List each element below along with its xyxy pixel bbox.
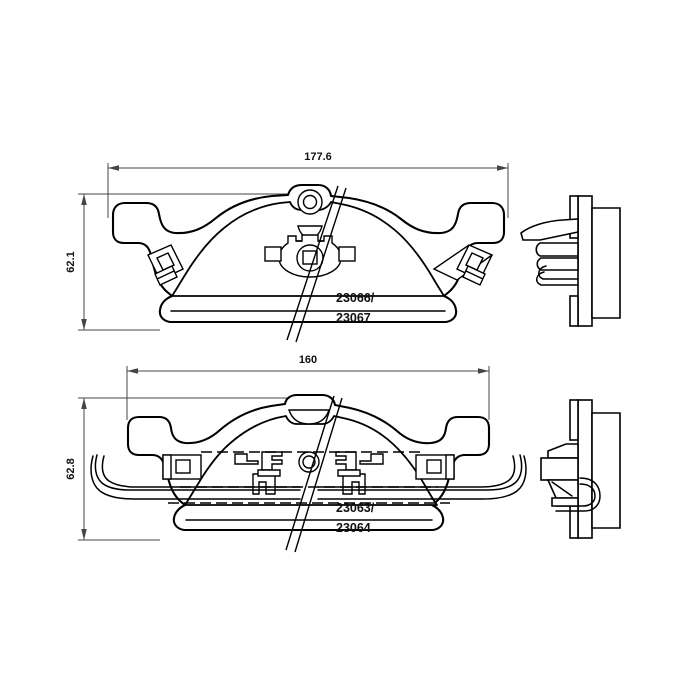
lower-right-clip-c [342, 473, 366, 495]
lower-side-clip-diag [551, 481, 573, 497]
upper-side-bottom-flange [569, 295, 579, 327]
upper-height-label: 62.1 [65, 251, 77, 272]
lower-center-lug-tab [288, 409, 330, 425]
lower-right-wire-spring [317, 454, 527, 500]
upper-pin-assembly [264, 234, 356, 278]
upper-side-spring-tail-2 [538, 265, 579, 280]
upper-right-ear [432, 244, 494, 286]
upper-diagonal-marker [286, 185, 347, 343]
lower-side-backing-plate [577, 399, 593, 539]
upper-left-ear-foot-line [156, 270, 175, 280]
lower-right-clip-a [359, 453, 384, 465]
lower-left-clip-c [252, 473, 276, 495]
lower-brake-pad-group: 160 62.8 [65, 354, 527, 553]
lower-left-ear-hatch [162, 454, 172, 480]
upper-side-spring-loop-lower [536, 257, 579, 271]
upper-side-view-group [520, 195, 621, 327]
lower-left-spring-arm-upper [94, 454, 301, 491]
upper-center-hole-inner [302, 194, 318, 210]
upper-pin-right-tab [338, 246, 356, 262]
lower-center-hole-outer [298, 451, 320, 473]
lower-right-spring-arm-lower [317, 455, 527, 500]
lower-diagonal-marker [285, 395, 343, 553]
upper-side-backing-plate [577, 195, 593, 327]
upper-side-spring-loop-upper [535, 242, 579, 257]
lower-side-bracket-wedge [547, 443, 579, 459]
lower-left-ear-window [175, 459, 191, 474]
upper-brake-pad-group: 177.6 62.1 [65, 151, 509, 343]
upper-part-number-line2: 23067 [336, 311, 371, 325]
lower-right-spring-arm-inner [317, 455, 516, 488]
lower-left-clip-d [257, 469, 281, 477]
upper-side-friction-block [591, 207, 621, 319]
upper-part-number-line1: 23066/ [336, 291, 375, 305]
lower-left-wire-spring [90, 454, 301, 500]
upper-center-lug [297, 189, 323, 239]
lower-height-label: 62.8 [65, 458, 77, 479]
lower-right-shim-detail [335, 451, 384, 495]
lower-side-top-flange [569, 399, 579, 441]
lower-side-friction-block [591, 412, 621, 529]
upper-left-ear-window [156, 252, 175, 271]
lower-dimension-lines [78, 366, 490, 541]
upper-left-ear [147, 244, 184, 286]
upper-side-top-flange [569, 195, 579, 239]
lower-part-number-line2: 23064 [336, 521, 371, 535]
lower-right-ear [415, 454, 455, 480]
lower-right-clip-d [337, 469, 361, 477]
lower-left-ear [162, 454, 202, 480]
lower-right-ear-hatch [445, 454, 455, 480]
lower-width-label: 160 [299, 354, 317, 366]
lower-left-clip-a [234, 453, 259, 465]
lower-center-hole-inner [302, 455, 316, 469]
lower-left-shim-detail [234, 451, 283, 495]
upper-pin-left-tab [264, 246, 282, 262]
upper-width-label: 177.6 [304, 151, 332, 163]
lower-right-spring-arm-upper [317, 454, 523, 491]
lower-side-view-group [540, 399, 621, 539]
lower-side-hook-outer [555, 477, 601, 512]
upper-right-ear-foot-line [465, 270, 484, 280]
upper-side-spring-tail [536, 271, 579, 286]
upper-dimension-lines [78, 163, 509, 331]
lower-side-clip-body [540, 457, 579, 481]
lower-side-bottom-flange [569, 504, 579, 539]
lower-left-spring-arm-lower [90, 455, 301, 500]
lower-right-ear-window [426, 459, 442, 474]
lower-left-spring-arm-inner [101, 455, 301, 488]
lower-side-hook-inner [555, 483, 596, 507]
upper-side-spring-tongue [520, 218, 579, 241]
lower-side-foot [551, 497, 579, 507]
lower-part-number-line1: 23063/ [336, 501, 375, 515]
